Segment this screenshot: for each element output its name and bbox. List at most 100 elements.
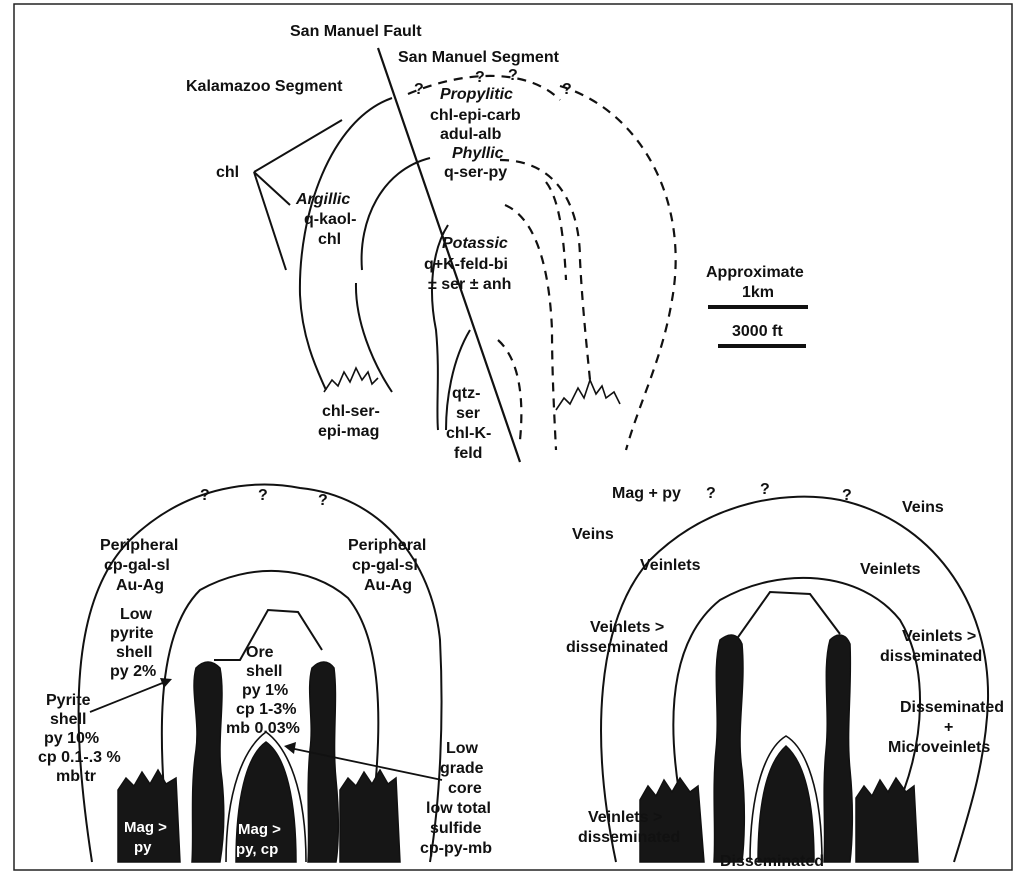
potassic-mineral-1: q+K-feld-bi (424, 256, 508, 273)
dark-column-right (308, 662, 338, 862)
scale-title: Approximate (706, 264, 804, 281)
br-query-3: ? (842, 487, 852, 504)
br-query-1: ? (706, 485, 716, 502)
chl-leader-1 (254, 120, 342, 172)
phyllic-label: Phyllic (452, 145, 504, 162)
vgtd-right-2: disseminated (880, 648, 982, 665)
diss-bottom: Disseminated (720, 853, 824, 870)
diss-micro-2: + (944, 719, 953, 736)
br-query-2: ? (760, 481, 770, 498)
pyrite-shell-5: mb tr (56, 768, 96, 785)
dashed-phyllic (500, 160, 590, 380)
figure-frame (14, 4, 1012, 870)
low-pyrite-2: pyrite (110, 625, 154, 642)
top-cross-section: San Manuel Fault San Manuel Segment Kala… (186, 23, 808, 462)
core-3: core (448, 780, 482, 797)
query-4: ? (562, 81, 572, 98)
pyrite-shell-4: cp 0.1-.3 % (38, 749, 121, 766)
bl-query-1: ? (200, 487, 210, 504)
ore-shell-4: cp 1-3% (236, 701, 296, 718)
periph-left-1: Peripheral (100, 537, 178, 554)
pyrite-shell-2: shell (50, 711, 86, 728)
mag-left-2: py (134, 839, 152, 856)
qtz-label-4: feld (454, 445, 482, 462)
segment-east-label: San Manuel Segment (398, 49, 560, 66)
scale-ft: 3000 ft (732, 323, 783, 340)
periph-left-3: Au-Ag (116, 577, 164, 594)
propylitic-label: Propylitic (440, 86, 513, 103)
serrated-edge-right (556, 380, 620, 410)
vgtd-left-1: Veinlets > (590, 619, 664, 636)
inner-top-right (736, 592, 840, 640)
core-5: sulfide (430, 820, 482, 837)
vgtd-bottom-1: Veinlets > (588, 809, 662, 826)
periph-right-2: cp-gal-sl (352, 557, 418, 574)
potassic-mineral-2: ± ser ± anh (428, 276, 511, 293)
argillic-boundary-lower (356, 283, 392, 392)
propylitic-mineral-1: chl-epi-carb (430, 107, 521, 124)
outer-boundary-west (300, 98, 392, 390)
pyrite-shell-3: py 10% (44, 730, 99, 747)
core-1: Low (446, 740, 479, 757)
diss-micro-1: Disseminated (900, 699, 1004, 716)
core-dark-right (758, 746, 814, 862)
qtz-label-2: ser (456, 405, 480, 422)
veins-right: Veins (902, 499, 944, 516)
potassic-label: Potassic (442, 235, 508, 252)
argillic-mineral-1: q-kaol- (304, 211, 356, 228)
argillic-label: Argillic (295, 191, 350, 208)
pyrite-arrow (90, 680, 170, 712)
query-2: ? (475, 69, 485, 86)
mag-py-label: Mag + py (612, 485, 681, 502)
segment-west-label: Kalamazoo Segment (186, 78, 343, 95)
core-4: low total (426, 800, 491, 817)
mag-patch-right-right (856, 778, 918, 862)
ore-shell-1: Ore (246, 644, 274, 661)
ore-shell-3: py 1% (242, 682, 288, 699)
bl-query-3: ? (318, 492, 328, 509)
chl-label: chl (216, 164, 239, 181)
mag-center-2: py, cp (236, 841, 278, 858)
low-pyrite-4: py 2% (110, 663, 156, 680)
core-arrow-head (284, 742, 296, 754)
diss-micro-3: Microveinlets (888, 739, 990, 756)
mag-patch-right (340, 770, 400, 862)
ore-shell-5: mb 0.03% (226, 720, 300, 737)
query-3: ? (508, 67, 518, 84)
core-2: grade (440, 760, 484, 777)
bottom-left-sulfide-zoning: ? ? ? Peripheral cp-gal-sl Au-Ag Periphe… (38, 485, 492, 862)
vgtd-bottom-2: disseminated (578, 829, 680, 846)
veins-left: Veins (572, 526, 614, 543)
fault-title: San Manuel Fault (290, 23, 422, 40)
dashed-inner (498, 340, 521, 440)
mag-left-1: Mag > (124, 819, 167, 836)
query-1: ? (414, 81, 424, 98)
scale-km: 1km (742, 284, 774, 301)
vgtd-right-1: Veinlets > (902, 628, 976, 645)
phyllic-mineral: q-ser-py (444, 164, 507, 181)
bl-query-2: ? (258, 487, 268, 504)
dark-column-left (192, 662, 224, 862)
pyrite-shell-1: Pyrite (46, 692, 91, 709)
serrated-edge-left (324, 368, 378, 392)
dashed-mid (546, 182, 566, 280)
chl-ser-epi-1: chl-ser- (322, 403, 380, 420)
vein-column-left (714, 635, 744, 862)
veinlets-left: Veinlets (640, 557, 701, 574)
propylitic-mineral-2: adul-alb (440, 126, 502, 143)
core-6: cp-py-mb (420, 840, 492, 857)
periph-right-1: Peripheral (348, 537, 426, 554)
argillic-boundary (362, 158, 430, 270)
periph-left-2: cp-gal-sl (104, 557, 170, 574)
low-pyrite-3: shell (116, 644, 152, 661)
vgtd-left-2: disseminated (566, 639, 668, 656)
chl-ser-epi-2: epi-mag (318, 423, 379, 440)
low-pyrite-1: Low (120, 606, 153, 623)
periph-right-3: Au-Ag (364, 577, 412, 594)
qtz-label-3: chl-K- (446, 425, 491, 442)
dashed-potassic (505, 205, 556, 450)
bottom-right-vein-zoning: Mag + py ? ? ? Veins Veins Veinlets Vein… (566, 481, 1004, 870)
dashed-outer (560, 86, 676, 450)
